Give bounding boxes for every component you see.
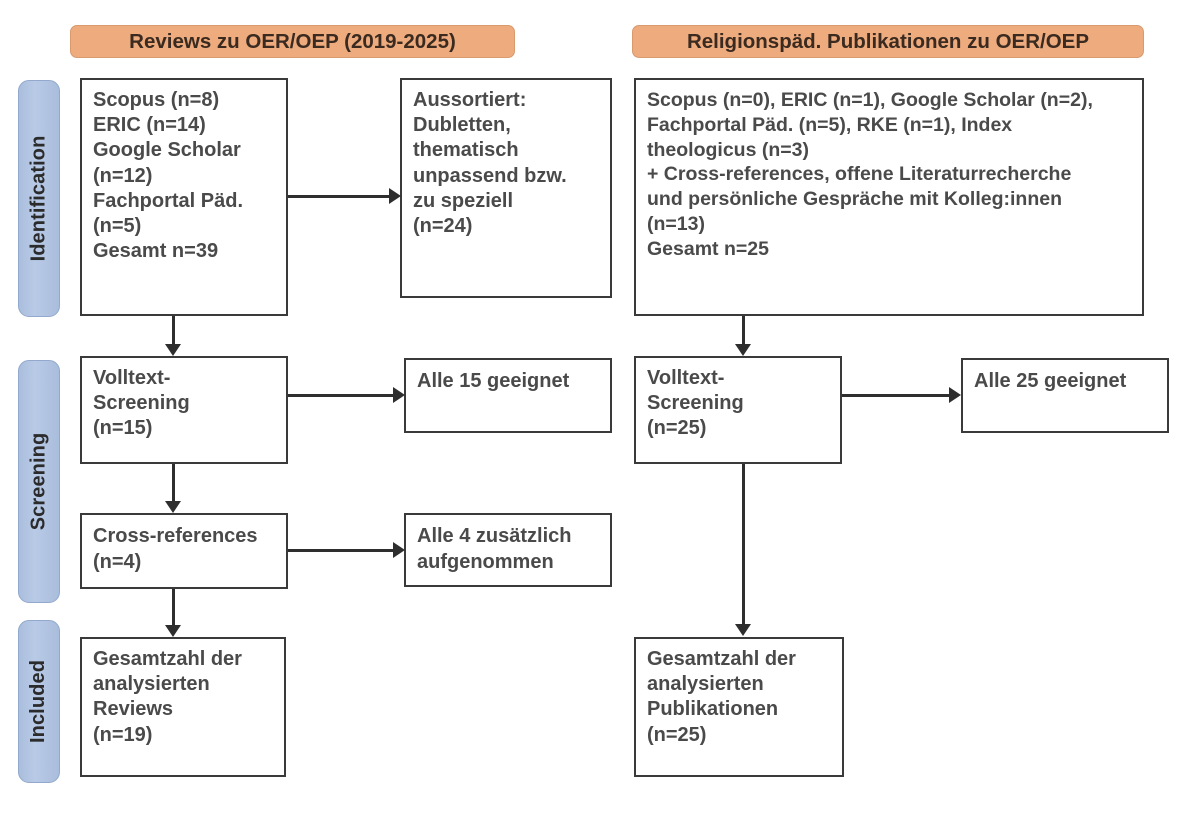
arrowhead-left-screening-to-crossrefs [165,501,181,513]
arrowhead-left-sources-to-screening [165,344,181,356]
box-left-screening: Volltext- Screening (n=15) [80,356,288,464]
box-right-included: Gesamtzahl der analysierten Publikatione… [634,637,844,777]
box-right-sources: Scopus (n=0), ERIC (n=1), Google Scholar… [634,78,1144,316]
column-header-reviews-label: Reviews zu OER/OEP (2019-2025) [129,29,456,53]
box-right-screening-result: Alle 25 geeignet [961,358,1169,433]
box-left-crossrefs-result: Alle 4 zusätzlich aufgenommen [404,513,612,587]
box-left-crossrefs: Cross-references (n=4) [80,513,288,589]
box-left-sources: Scopus (n=8) ERIC (n=14) Google Scholar … [80,78,288,316]
connector-right-screening-to-result [842,394,951,397]
column-header-reviews: Reviews zu OER/OEP (2019-2025) [70,25,515,58]
box-left-excluded: Aussortiert: Dubletten, thematisch unpas… [400,78,612,298]
arrowhead-left-sources-to-excluded [389,188,401,204]
connector-left-screening-to-result [288,394,395,397]
connector-left-screening-to-crossrefs [172,464,175,507]
stage-label-screening: Screening [27,432,50,531]
connector-right-screening-to-included [742,464,745,629]
arrowhead-right-screening-to-result [949,387,961,403]
connector-left-sources-to-excluded [288,195,391,198]
box-left-screening-result: Alle 15 geeignet [404,358,612,433]
stage-pill-screening: Screening [18,360,60,603]
arrowhead-left-screening-to-result [393,387,405,403]
stage-label-identification: Identification [27,135,50,262]
arrowhead-right-screening-to-included [735,624,751,636]
connector-left-crossrefs-to-result [288,549,395,552]
connector-left-crossrefs-to-included [172,589,175,631]
stage-pill-identification: Identification [18,80,60,317]
column-header-publications: Religionspäd. Publikationen zu OER/OEP [632,25,1144,58]
stage-pill-included: Included [18,620,60,783]
connector-right-sources-to-screening [742,316,745,350]
connector-left-sources-to-screening [172,316,175,350]
arrowhead-left-crossrefs-to-result [393,542,405,558]
box-right-screening: Volltext- Screening (n=25) [634,356,842,464]
stage-label-included: Included [27,659,50,744]
box-left-included: Gesamtzahl der analysierten Reviews (n=1… [80,637,286,777]
arrowhead-right-sources-to-screening [735,344,751,356]
column-header-publications-label: Religionspäd. Publikationen zu OER/OEP [686,29,1090,53]
arrowhead-left-crossrefs-to-included [165,625,181,637]
